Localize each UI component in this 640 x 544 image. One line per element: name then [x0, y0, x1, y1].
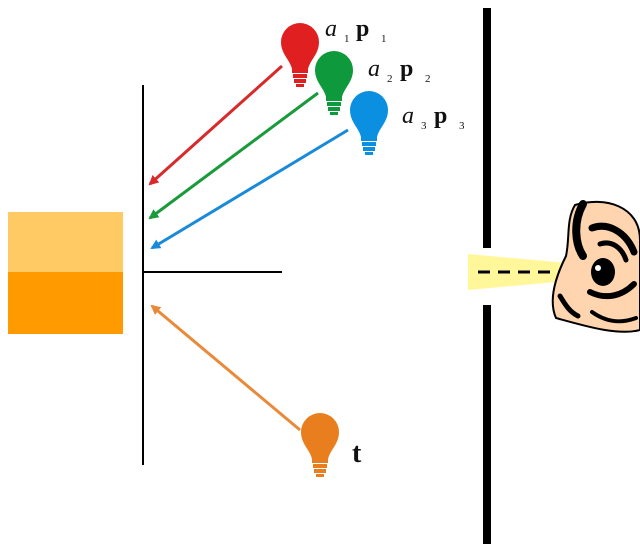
label-red-name-sub: 1 [381, 33, 387, 45]
label-blue-primary: a 3 p 3 [402, 103, 465, 132]
label-blue-name-sub: 3 [459, 120, 465, 132]
eye-cheek-fold [590, 310, 638, 324]
eye-nose-line [557, 293, 581, 319]
label-green-primary: a 2 p 2 [368, 56, 431, 85]
label-red-name: p [356, 16, 369, 42]
bulb-orange-base-ring-3 [314, 469, 326, 473]
arrow-orange [150, 304, 301, 432]
eye-upper-lid [588, 222, 638, 256]
bulb-blue-base-ring-3 [363, 147, 375, 151]
bulb-red-glass [281, 23, 319, 69]
bulb-red-base-ring-2 [293, 74, 307, 78]
bulb-red-base-tip [296, 84, 304, 87]
arrow-red [148, 64, 283, 186]
bulb-orange-base-ring-1 [312, 459, 328, 463]
bulb-blue-base-ring-2 [362, 142, 376, 146]
bulb-green-base-tip [330, 112, 338, 115]
label-red-coef: a [325, 16, 337, 42]
label-red-primary: a 1 p 1 [325, 16, 387, 45]
label-red-coef-sub: 1 [344, 33, 350, 45]
bulb-blue-base-tip [365, 152, 373, 155]
eye-icon [551, 200, 640, 333]
bulb-green-glass [315, 51, 353, 97]
label-blue-coef: a [402, 103, 414, 129]
label-green-coef: a [368, 56, 380, 82]
bulb-green-base-ring-1 [326, 97, 342, 101]
bulb-orange-base-tip [316, 474, 324, 477]
bulb-orange-glass [301, 413, 339, 459]
bulb-red-icon [281, 23, 319, 87]
bulb-blue-base-ring-1 [361, 137, 377, 141]
label-green-coef-sub: 2 [387, 73, 393, 85]
label-blue-coef-sub: 3 [421, 120, 427, 132]
bulb-orange-icon [301, 413, 339, 477]
eye-lid-fold [597, 240, 629, 263]
bulb-blue-base [361, 137, 377, 155]
arrow-blue [150, 128, 349, 250]
eye-brow [572, 200, 587, 260]
bulb-green-base-ring-2 [327, 102, 341, 106]
label-green-name: p [400, 56, 413, 82]
bulb-green-base-ring-3 [328, 107, 340, 111]
label-test-light: t [352, 438, 362, 469]
target-patch-top [8, 212, 123, 272]
eye-pupil-highlight [595, 265, 601, 271]
bulb-blue-glass [350, 91, 388, 137]
bulb-orange-base-ring-2 [313, 464, 327, 468]
bulb-red-base-ring-1 [292, 69, 308, 73]
bulb-green-icon [315, 51, 353, 115]
target-patch-bottom [8, 272, 123, 334]
bulb-green-base [326, 97, 342, 115]
arrow-green [148, 91, 319, 220]
bulb-red-base-ring-3 [294, 79, 306, 83]
eye-iris [591, 258, 615, 286]
eye-lower-lid [587, 281, 637, 300]
bulb-red-base [292, 69, 308, 87]
label-blue-name: p [434, 103, 447, 129]
bulb-orange-base [312, 459, 328, 477]
label-green-name-sub: 2 [425, 73, 431, 85]
bulb-blue-icon [350, 91, 388, 155]
